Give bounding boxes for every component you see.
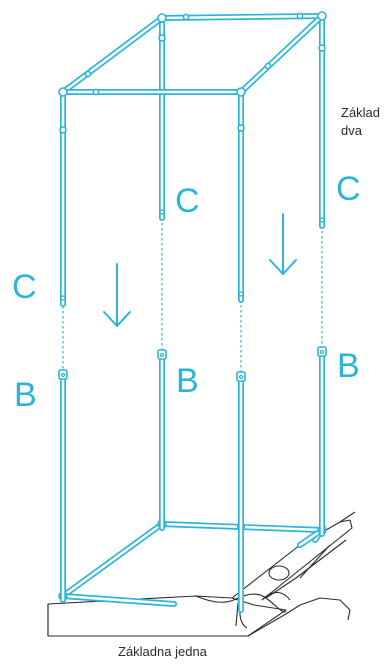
leg-c-front-right (237, 91, 245, 303)
part-label-c: C (336, 170, 361, 208)
part-label-b: B (14, 376, 37, 414)
down-arrow-icon (103, 263, 131, 327)
leg-b-front-right (236, 371, 246, 613)
leg-c-back-left (158, 21, 166, 221)
part-label-b: B (176, 362, 199, 400)
leg-b-back-left (157, 349, 167, 531)
alignment-lines (62, 218, 323, 372)
caption-base-two-line2: dva (341, 123, 362, 138)
leg-c-front-left (59, 93, 67, 307)
base-one-board (47, 595, 287, 637)
leg-b-back-right (317, 346, 327, 537)
lower-frame (58, 519, 327, 607)
down-arrow-icon (269, 213, 297, 275)
caption-base-one: Základna jedna (118, 644, 207, 659)
part-label-c: C (12, 268, 37, 306)
part-label-b: B (337, 347, 360, 385)
leg-b-front-left (58, 369, 68, 603)
caption-base-two: Základ (341, 105, 381, 120)
top-frame (58, 11, 327, 97)
leg-c-back-right (318, 17, 326, 229)
part-label-c: C (175, 182, 200, 220)
